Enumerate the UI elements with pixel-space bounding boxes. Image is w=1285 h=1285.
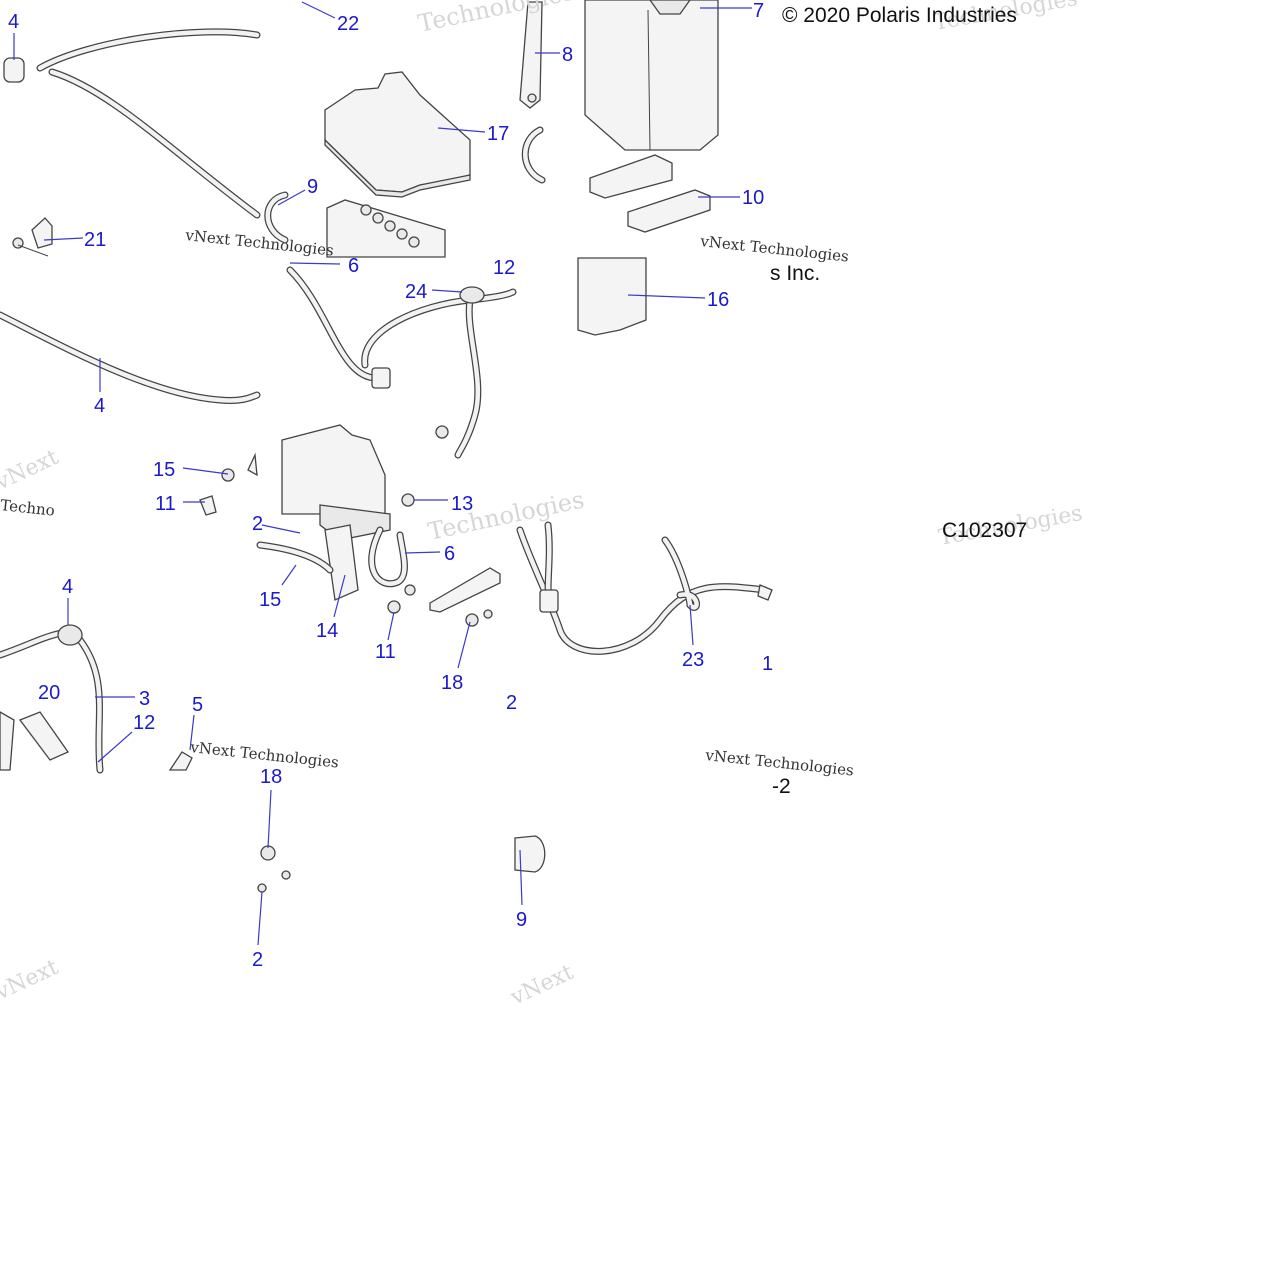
callout-12: 12: [493, 257, 515, 279]
bracket-16: [577, 257, 647, 336]
callout-1: 1: [762, 653, 773, 675]
copyright-text: © 2020 Polaris Industries: [782, 4, 1017, 27]
callout-14: 14: [316, 620, 338, 642]
busbar: [387, 567, 501, 627]
callout-17: 17: [487, 123, 509, 145]
callouts: 4 22 8 7 17 9 10 21 6 12 24 16 4 15 11 1…: [8, 0, 773, 971]
terminal-boot: [3, 57, 25, 83]
callout-2: 2: [252, 949, 263, 971]
callout-5: 5: [192, 694, 203, 716]
callout-11: 11: [375, 641, 396, 663]
cable-4-top: [3, 28, 261, 219]
callout-24: 24: [405, 281, 427, 303]
callout-3: 3: [139, 688, 150, 710]
pads-10: [589, 154, 711, 233]
bottom-parts: [257, 835, 546, 893]
callout-13: 13: [451, 493, 473, 515]
callout-18: 18: [441, 672, 463, 694]
callout-22: 22: [337, 13, 359, 35]
cable-4-mid: [0, 311, 261, 404]
callout-2: 2: [252, 513, 263, 535]
box-14: [281, 424, 391, 601]
callout-9: 9: [516, 909, 527, 931]
callout-23: 23: [682, 649, 704, 671]
callout-9: 9: [307, 176, 318, 198]
callout-2: 2: [506, 692, 517, 714]
leader-lines: [13, 1, 752, 946]
callout-6: 6: [444, 543, 455, 565]
bolts-15-11: [199, 452, 258, 516]
callout-4: 4: [62, 576, 73, 598]
callout-16: 16: [707, 289, 729, 311]
battery-7: [584, 0, 719, 151]
callout-8: 8: [562, 44, 573, 66]
watermark-2: vNext Technologies: [184, 226, 335, 260]
callout-7: 7: [753, 0, 764, 22]
callout-21: 21: [84, 229, 106, 251]
cover-17: [324, 71, 471, 198]
copyright-tail: s Inc.: [770, 262, 820, 285]
clip-21: [12, 217, 53, 257]
cable-3: [0, 624, 193, 774]
parts-layer: [0, 0, 773, 893]
watermark-6: Techno: [0, 496, 56, 520]
cable-6-24: [286, 266, 517, 459]
watermark-1: Technologies: [415, 0, 576, 38]
callout-20: 20: [38, 682, 60, 704]
harness-23: [516, 521, 773, 655]
watermark-3: vNext Technologies: [699, 232, 850, 266]
strap-8: [519, 1, 543, 109]
callout-4: 4: [8, 11, 19, 33]
callout-15: 15: [153, 459, 175, 481]
watermark-5: vNext: [0, 445, 62, 496]
bolt-13: [401, 493, 415, 507]
figure-id: C102307: [942, 519, 1027, 542]
callout-11: 11: [155, 493, 176, 515]
callout-15: 15: [259, 589, 281, 611]
callout-18: 18: [260, 766, 282, 788]
callout-10: 10: [742, 187, 764, 209]
watermark-12: vNext: [506, 960, 577, 1011]
callout-4: 4: [94, 395, 105, 417]
watermark-4: Technologies: [425, 485, 586, 545]
cable-6-lower: [256, 526, 408, 588]
callout-6: 6: [348, 255, 359, 277]
callout-12: 12: [133, 712, 155, 734]
figure-suffix: -2: [772, 775, 791, 798]
battery-lower: [326, 199, 446, 258]
watermark-11: vNext: [0, 955, 62, 1006]
